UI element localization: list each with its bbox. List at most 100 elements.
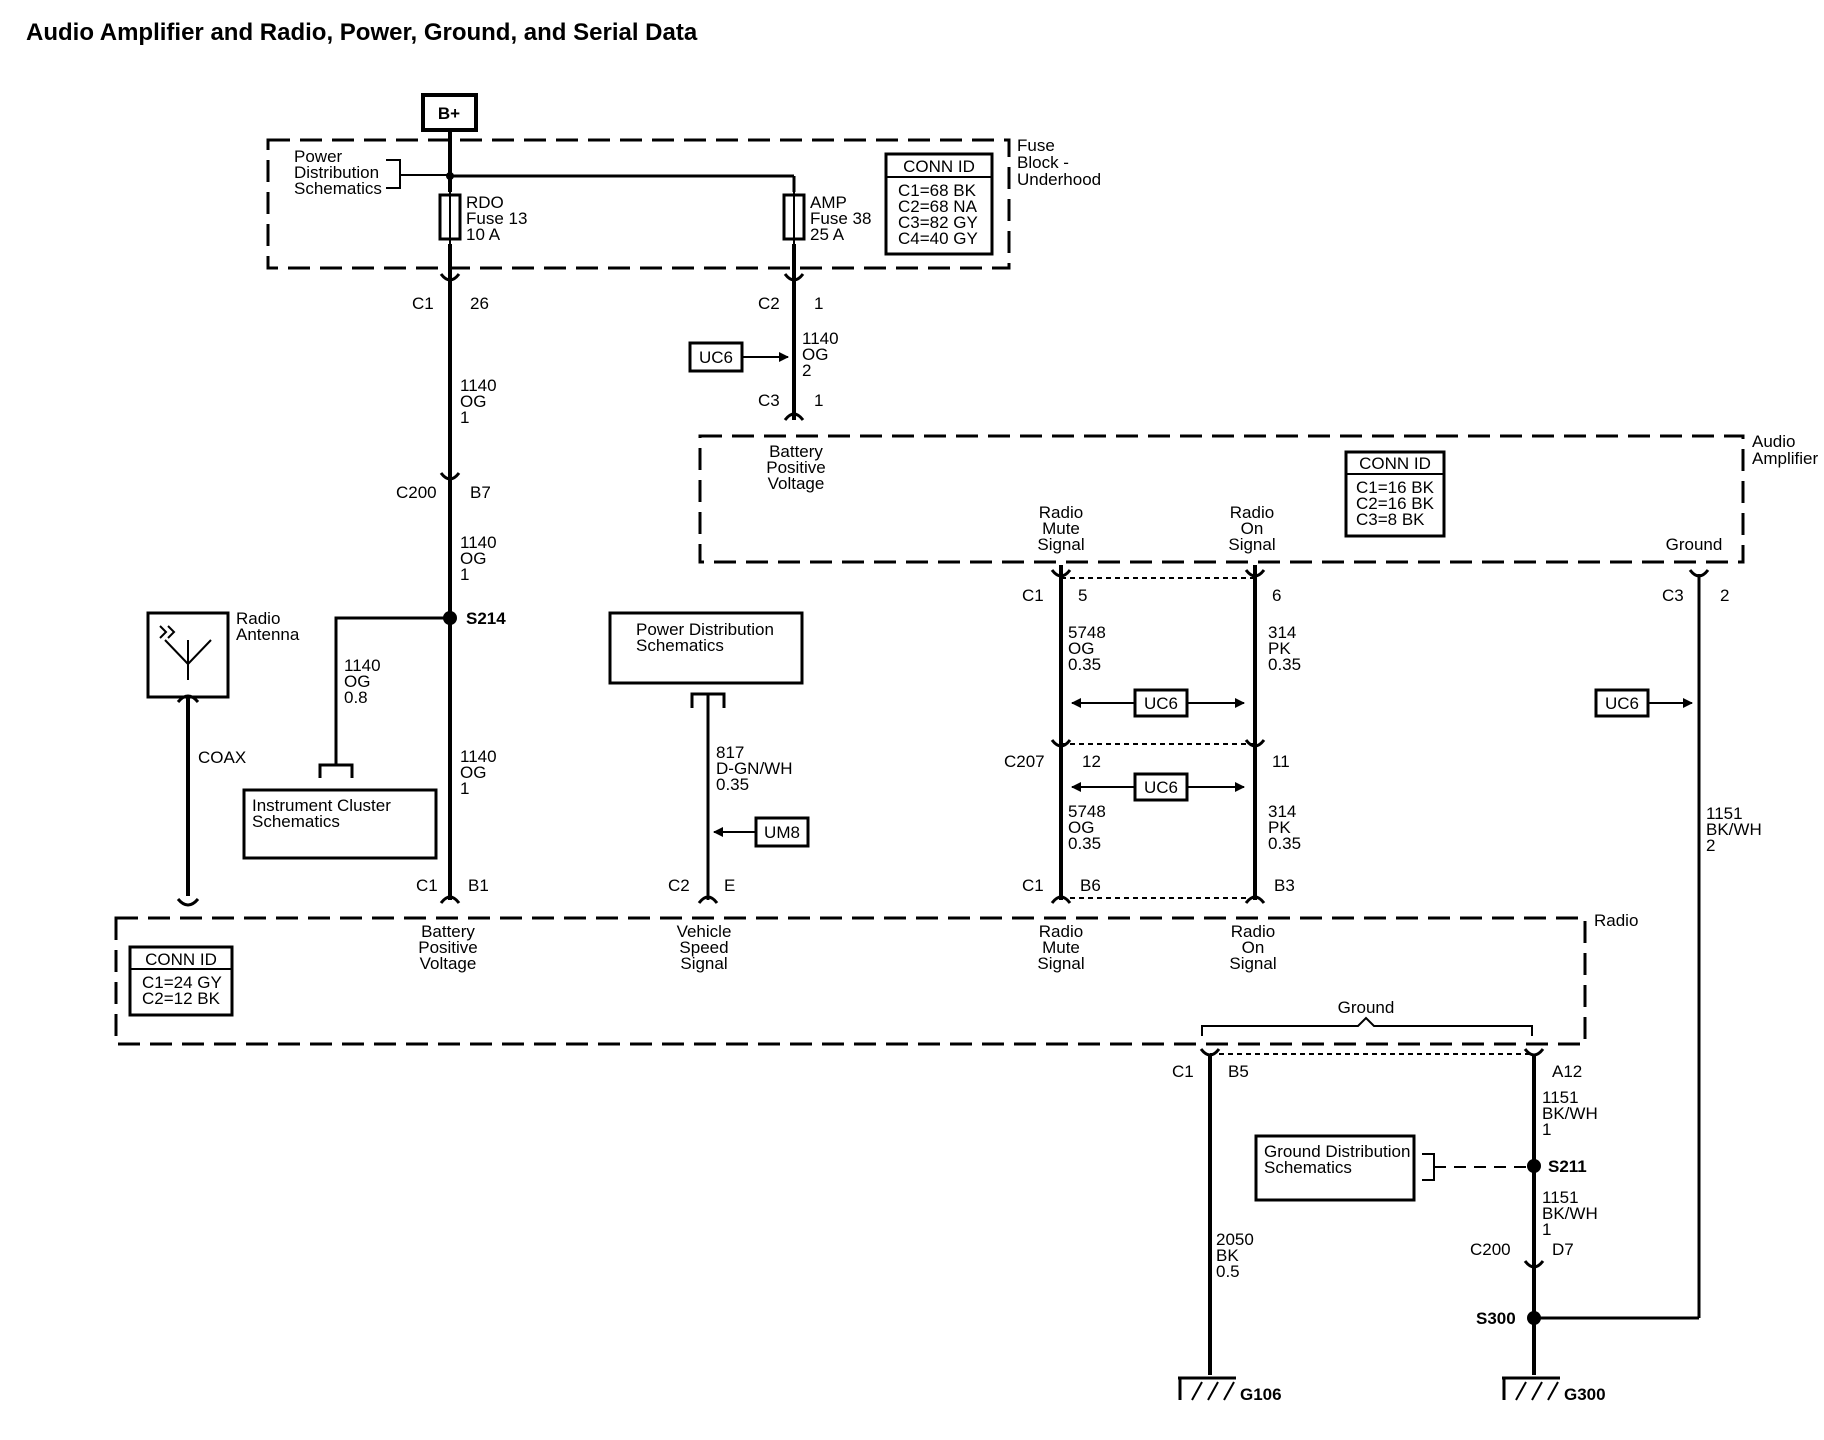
connector-c207-11 [1244,739,1266,748]
connector-label: C1 [1022,876,1044,895]
fuse-block-label-3: Underhood [1017,170,1101,189]
ground-g106-symbol [1178,1376,1236,1401]
connector-pin: 5 [1078,586,1087,605]
wire-color: OG [1068,818,1094,837]
pds-box-line-1: Power Distribution [636,620,774,639]
connector-c200-b7 [439,472,461,481]
connector-pin: A12 [1552,1062,1582,1081]
conn-id-row: C2=16 BK [1356,494,1435,513]
wire-color: BK/WH [1706,820,1762,839]
connector-c1-b3 [1244,895,1266,904]
wire-label: 314 [1268,802,1296,821]
connector-pin: B6 [1080,876,1101,895]
radio-batt-label-3: Voltage [420,954,477,973]
connector-pin: B1 [468,876,489,895]
amp-batt-label-3: Voltage [768,474,825,493]
ground-g106-label: G106 [1240,1385,1282,1404]
connector-pin: B7 [470,483,491,502]
ic-box-line-2: Schematics [252,812,340,831]
connector-pin: B5 [1228,1062,1249,1081]
wire-color: BK/WH [1542,1204,1598,1223]
amplifier-label-2: Amplifier [1752,449,1818,468]
splice-s211 [1527,1159,1541,1173]
connector-label: C1 [1022,586,1044,605]
connector-label: C200 [396,483,437,502]
connector-pin: 2 [1720,586,1729,605]
antenna-connector [176,694,200,704]
wire-gauge: 0.35 [1268,655,1301,674]
radio-on-label-2: On [1242,938,1265,957]
connector-pin: B3 [1274,876,1295,895]
wire-label: 1140 [460,747,497,766]
radio-boundary [114,916,1587,1046]
wire-color: OG [1068,639,1094,658]
wire-color: BK [1216,1246,1239,1265]
wire-label: 5748 [1068,802,1106,821]
fuse-block-label-2: Block - [1017,153,1069,172]
connector-label: C1 [1172,1062,1194,1081]
uc6-ref-label: UC6 [1605,694,1639,713]
conn-id-header: CONN ID [903,157,975,176]
radio-mute-label-2: Mute [1042,938,1080,957]
pds-box [608,611,804,685]
ground-distribution-box [1254,1134,1416,1202]
ground-g300-label: G300 [1564,1385,1606,1404]
amp-fuse-name: AMP [810,193,847,212]
pds-ref-1: Power [294,147,343,166]
amp-fuse-rating: 25 A [810,225,845,244]
wire-color: OG [802,345,828,364]
wire-label: 1151 [1542,1088,1579,1107]
wire-color: OG [460,763,486,782]
amp-on-label-2: On [1241,519,1264,538]
amp-mute-label-2: Mute [1042,519,1080,538]
conn-id-row: C3=8 BK [1356,510,1425,529]
wire-color: OG [460,549,486,568]
fuse-block-boundary [266,138,1011,270]
amp-on-label-1: Radio [1230,503,1274,522]
connector-label: C200 [1470,1240,1511,1259]
connector-pin: 1 [814,294,823,313]
connector-pin: 26 [470,294,489,313]
connector-c1-5 [1050,569,1072,578]
wire-gauge: 1 [1542,1120,1551,1139]
wire-gauge: 1 [460,408,469,427]
wire-gauge: 0.35 [716,775,749,794]
amp-fuse-number: Fuse 38 [810,209,871,228]
amplifier-label-1: Audio [1752,432,1795,451]
connector-label: C2 [758,294,780,313]
wire-1140-cluster [334,616,450,765]
uc6-ref-box [1594,688,1650,718]
signal-waves-icon [159,625,176,639]
radio-on-label-3: Signal [1229,954,1276,973]
rdo-fuse-name: RDO [466,193,504,212]
ground-g300-symbol [1502,1376,1560,1401]
amp-mute-label-3: Signal [1037,535,1084,554]
conn-id-header: CONN ID [145,950,217,969]
connector-pin: D7 [1552,1240,1574,1259]
radio-label: Radio [1594,911,1638,930]
amplifier-conn-id-table: CONN ID C1=16 BK C2=16 BK C3=8 BK [1344,450,1446,538]
gds-box-line-1: Ground Distribution [1264,1142,1410,1161]
antenna-label-1: Radio [236,609,280,628]
radio-vss-label-3: Signal [680,954,727,973]
conn-id-row: C1=24 GY [142,973,222,992]
connector-label: C3 [1662,586,1684,605]
conn-id-row: C1=16 BK [1356,478,1435,497]
gds-box-line-2: Schematics [1264,1158,1352,1177]
uc6-ref-box [1133,772,1189,802]
amp-mute-label-1: Radio [1039,503,1083,522]
wire-gauge: 0.8 [344,688,368,707]
splice-label: S214 [466,609,506,628]
coax-label: COAX [198,748,246,767]
connector-c1-26 [439,273,461,282]
antenna-label-2: Antenna [236,625,300,644]
connector-pin: 11 [1272,752,1290,771]
radio-batt-label-1: Battery [421,922,475,941]
diagram-title: Audio Amplifier and Radio, Power, Ground… [26,19,698,46]
radio-on-label-1: Radio [1231,922,1275,941]
fuse-block-label-1: Fuse [1017,136,1055,155]
conn-id-row: C2=12 BK [142,989,221,1008]
coax-connector [176,897,200,907]
amp-batt-label-2: Positive [766,458,826,477]
